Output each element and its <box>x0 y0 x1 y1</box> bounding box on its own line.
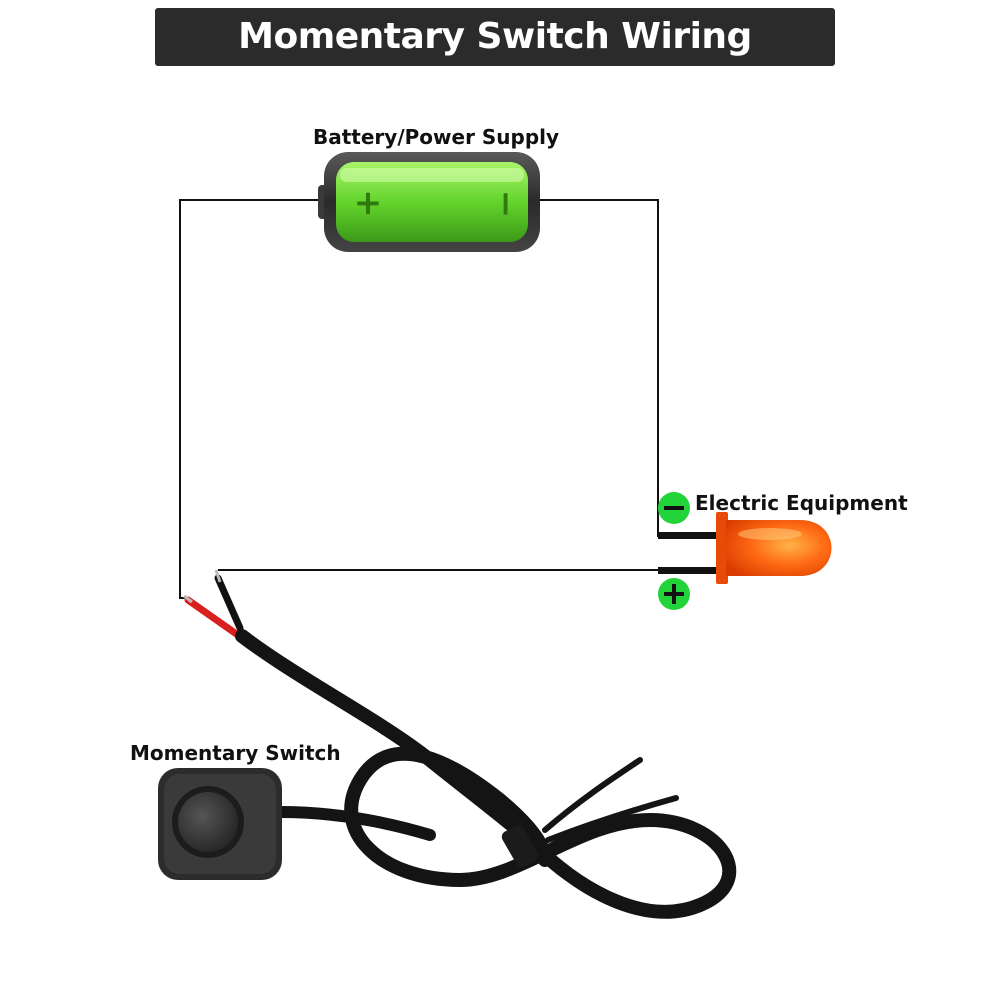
battery-plus-symbol: + <box>354 183 383 223</box>
led-icon <box>658 512 832 584</box>
wire-left-loop <box>179 199 318 599</box>
circuit-lines <box>179 199 718 599</box>
diagram-title: Momentary Switch Wiring Diagram <box>238 16 752 115</box>
cable-tail-1 <box>542 757 643 833</box>
battery-minus-symbol: − <box>486 190 526 219</box>
equipment-label: Electric Equipment <box>695 491 908 515</box>
switch-label: Momentary Switch <box>130 741 341 765</box>
cable-tail-2 <box>545 795 679 843</box>
switch-cable <box>183 569 737 919</box>
switch-icon <box>158 768 282 880</box>
battery-icon: + − <box>318 152 540 252</box>
title-banner: Momentary Switch Wiring Diagram <box>155 8 835 115</box>
cable-to-switch <box>274 806 436 841</box>
positive-badge <box>658 578 690 610</box>
black-lead <box>214 574 244 632</box>
battery-label: Battery/Power Supply <box>313 125 560 149</box>
wire-right-negative <box>538 199 718 537</box>
main-cable <box>235 629 737 919</box>
red-lead <box>184 596 249 644</box>
negative-badge <box>658 492 690 524</box>
